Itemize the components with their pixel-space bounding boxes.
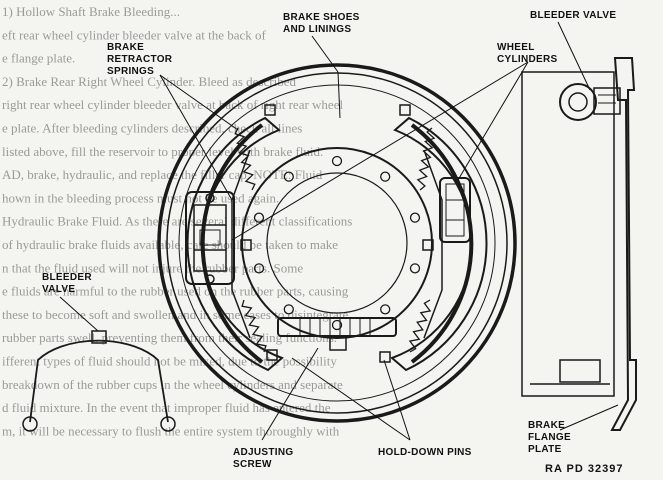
bolt-hole bbox=[331, 155, 343, 167]
inset-bleeder bbox=[91, 330, 107, 344]
hold-down-pin bbox=[399, 104, 411, 116]
label-wheel-cylinders: WHEEL CYLINDERS bbox=[497, 42, 558, 65]
reference-code: RA PD 32397 bbox=[545, 463, 623, 475]
bolt-hole bbox=[380, 304, 391, 315]
background-text-line: e plate. After bleeding cylinders descri… bbox=[2, 121, 302, 136]
lower-fitting-side bbox=[530, 359, 610, 385]
flange-plate-step bbox=[178, 84, 496, 402]
hold-down-pin bbox=[240, 239, 252, 251]
bolt-hole bbox=[253, 263, 265, 274]
retractor-spring bbox=[234, 127, 256, 191]
drum-section bbox=[521, 71, 615, 397]
background-text-line: 1) Hollow Shaft Brake Bleeding... bbox=[2, 4, 180, 19]
hub-backing-plate bbox=[241, 147, 433, 339]
label-adjusting-screw: ADJUSTING SCREW bbox=[233, 447, 297, 470]
background-text-line: 2) Brake Rear Right Wheel Cylinder. Blee… bbox=[2, 74, 296, 89]
shoe-web-right bbox=[423, 149, 443, 339]
bolt-hole bbox=[283, 171, 294, 182]
background-text-line: these to become soft and swollen and in … bbox=[2, 307, 351, 322]
wheel-cylinder-left bbox=[185, 191, 235, 285]
hold-down-pin bbox=[264, 104, 276, 116]
wheel-cylinder-right bbox=[439, 177, 471, 243]
label-retractor-springs: BRAKE RETRACTOR SPRINGS bbox=[107, 42, 175, 77]
hold-down-pin bbox=[266, 349, 278, 361]
bolt-hole bbox=[253, 212, 265, 223]
background-text-line: ifferent types of fluid should not be mi… bbox=[2, 354, 337, 369]
bolt-hole bbox=[409, 212, 421, 223]
flange-plate-inner-rim bbox=[166, 72, 508, 414]
label-bleeder-valve-top: BLEEDER VALVE bbox=[530, 10, 616, 21]
background-text-line: e flange plate. bbox=[2, 51, 75, 66]
hub-center bbox=[266, 172, 408, 314]
label-hold-down-pins: HOLD-DOWN PINS bbox=[378, 447, 472, 458]
bolt-hole bbox=[331, 319, 343, 331]
bolt-hole bbox=[380, 171, 391, 182]
retractor-spring bbox=[416, 127, 436, 191]
background-text-line: right rear wheel cylinder bleeder valve … bbox=[2, 97, 343, 112]
lining-left bbox=[200, 123, 264, 364]
brake-assembly-front-view bbox=[157, 63, 517, 423]
label-bleeder-valve-left: BLEEDER VALVE bbox=[42, 272, 95, 295]
label-brake-shoes: BRAKE SHOES AND LININGS bbox=[283, 12, 363, 35]
hold-down-pins bbox=[240, 104, 434, 363]
retractor-spring bbox=[408, 299, 432, 353]
background-text-line: AD, brake, hydraulic, and replace the fi… bbox=[2, 167, 323, 182]
bolt-hole bbox=[409, 263, 421, 274]
background-text-line: rubber parts swell, preventing them from… bbox=[2, 330, 337, 345]
background-text-line: of hydraulic brake fluids available, car… bbox=[2, 237, 338, 252]
background-text-line: n that the fluid used will not injure th… bbox=[2, 260, 303, 275]
hold-down-pin bbox=[422, 239, 434, 251]
background-text-line: hown in the bleeding process must not be… bbox=[2, 190, 279, 205]
hub-bolt-holes bbox=[253, 155, 421, 331]
flange-plate-outer-rim bbox=[157, 63, 517, 423]
bleeder-valve-inset bbox=[22, 330, 176, 432]
retractor-springs bbox=[234, 127, 436, 353]
adjusting-screw bbox=[277, 317, 397, 351]
background-text-line: listed above, fill the reservoir to prop… bbox=[2, 144, 323, 159]
inset-end-left bbox=[22, 416, 38, 432]
lining-right bbox=[410, 123, 474, 364]
brake-flange-side-view bbox=[521, 57, 637, 431]
leader-lines bbox=[59, 21, 619, 441]
inset-spring bbox=[29, 339, 169, 423]
bolt-hole bbox=[283, 304, 294, 315]
inset-end-right bbox=[160, 416, 176, 432]
background-text-line: breakdown of the rubber cups in the whee… bbox=[2, 377, 343, 392]
hold-down-pin bbox=[379, 351, 391, 363]
flange-plate-section bbox=[610, 57, 637, 431]
shoe-web-left bbox=[231, 149, 251, 339]
background-text-line: Hydraulic Brake Fluid. As there are seve… bbox=[2, 214, 352, 229]
background-text-line: eft rear wheel cylinder bleeder valve at… bbox=[2, 27, 266, 42]
bleeder-valve-side bbox=[559, 83, 621, 121]
background-text-line: e fluids are harmful to the rubber used … bbox=[2, 284, 349, 299]
retractor-spring bbox=[241, 299, 267, 353]
label-flange-plate: BRAKE FLANGE PLATE bbox=[528, 420, 574, 455]
